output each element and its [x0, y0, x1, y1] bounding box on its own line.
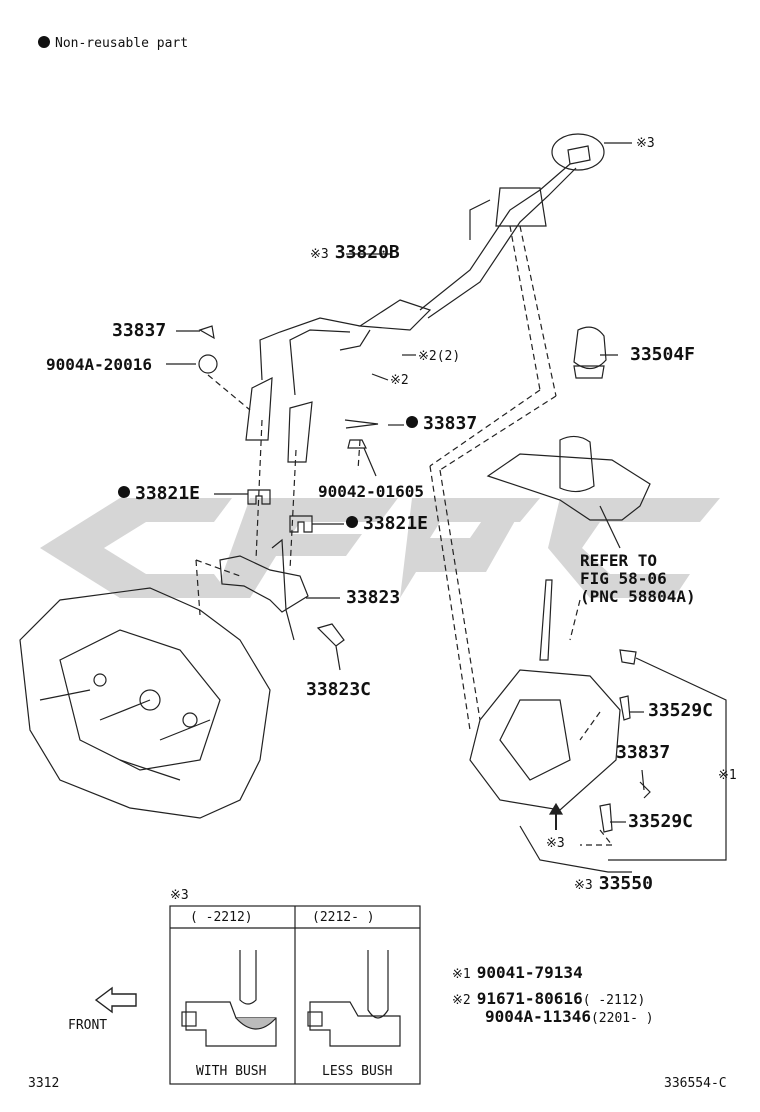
nut-shape	[347, 439, 367, 449]
non-reusable-dot-icon	[118, 486, 130, 498]
callout-nut: 90042-01605	[318, 482, 424, 501]
cable-grommet-top	[551, 133, 605, 171]
callout-bush-right: 33821E	[346, 514, 428, 534]
inset-less-bush-drawing	[309, 1001, 401, 1047]
note-row-3: 9004A-11346(2201- )	[485, 1007, 654, 1027]
callout-bracket: 33823	[346, 587, 401, 608]
inset-mark: ※3	[170, 888, 189, 903]
console-shape	[486, 453, 651, 521]
lever-rod	[539, 579, 553, 661]
callout-bracket-bolt: 33823C	[306, 679, 372, 700]
bracket-shape	[219, 555, 309, 613]
callout-knob: 33504F	[630, 344, 696, 365]
transaxle-outline	[19, 587, 271, 819]
pin-shape-upper	[198, 325, 215, 340]
inset-with-bush-drawing	[185, 1001, 277, 1047]
callout-pin-upper: 33837	[112, 320, 167, 341]
callout-pin-lower: 33837	[616, 742, 671, 763]
front-arrow-icon	[94, 986, 137, 1014]
shift-knob-shape	[573, 326, 607, 370]
callout-washer: 9004A-20016	[46, 355, 152, 374]
callout-pin-mid: 33837	[406, 414, 477, 434]
bolt-shape-upper	[619, 695, 631, 721]
bush-shape-right	[289, 515, 313, 533]
callout-bolt-lower: 33529C	[628, 811, 694, 832]
pin-shape-mid	[344, 419, 379, 429]
callout-mark1: ※1	[718, 768, 737, 783]
cable-boot-left	[245, 376, 273, 441]
footer-left: 3312	[28, 1076, 60, 1091]
inset-col1-caption: WITH BUSH	[196, 1064, 267, 1079]
legend-note: Non-reusable part	[38, 35, 188, 51]
cable-end-block	[495, 187, 547, 227]
front-label: FRONT	[68, 1018, 108, 1033]
pin-shape-lower	[639, 781, 651, 799]
callout-bolt-upper: 33529C	[648, 700, 714, 721]
non-reusable-dot-icon	[346, 516, 358, 528]
line-art	[19, 133, 727, 1085]
inset-col1-header: ( -2212)	[190, 910, 253, 925]
shift-boot-shape	[559, 435, 595, 493]
callout-bush-left: 33821E	[118, 484, 200, 504]
inset-col2-caption: LESS BUSH	[322, 1064, 393, 1079]
cable-boot-right	[287, 401, 313, 463]
clip-shape	[619, 649, 637, 665]
bracket-bolt-shape	[316, 623, 345, 647]
bolt-shape-lower	[599, 803, 613, 833]
cable-bracket-plate	[358, 299, 432, 331]
washer-shape	[198, 354, 218, 374]
callout-screw-mark-b: ※2	[390, 373, 409, 388]
bush-shape-left	[247, 489, 271, 505]
callout-screw-mark-a: ※2(2)	[418, 349, 461, 364]
watermark-logo	[40, 498, 720, 598]
shift-lever-housing	[469, 669, 621, 811]
footer-right: 336554-C	[664, 1076, 727, 1091]
callout-mark3-top: ※3	[636, 136, 655, 151]
inset-col2-header: (2212- )	[312, 910, 375, 925]
callout-arrow-mark: ※3	[546, 836, 565, 851]
callout-refer: REFER TO FIG 58-06 (PNC 58804A)	[580, 551, 696, 606]
non-reusable-dot-icon	[38, 35, 50, 48]
non-reusable-dot-icon	[406, 416, 418, 428]
